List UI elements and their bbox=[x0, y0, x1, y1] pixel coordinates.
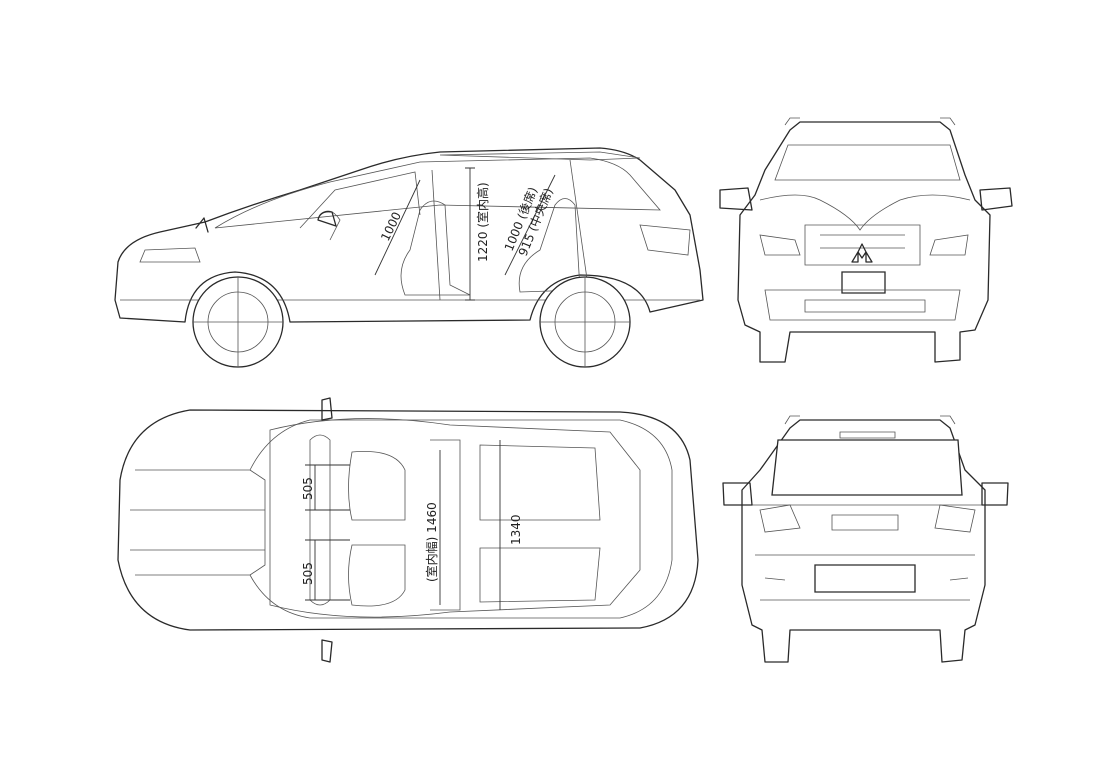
dim-interior-length: 1340 bbox=[509, 514, 523, 545]
dim-interior-height: 1220 (室内高) bbox=[475, 182, 490, 262]
dim-headroom-front: 1000 bbox=[378, 210, 404, 244]
front-license-plate bbox=[841, 271, 886, 294]
mitsubishi-logo-icon bbox=[851, 243, 873, 263]
dim-seat-width-rear: 505 bbox=[301, 562, 315, 585]
top-view: 505 505 (室内幅) 1460 1340 bbox=[117, 397, 699, 663]
dim-seat-width-front: 505 bbox=[301, 477, 315, 500]
rear-view bbox=[722, 415, 1009, 663]
front-view bbox=[719, 117, 1013, 363]
rear-window bbox=[771, 439, 963, 496]
rear-license-plate bbox=[814, 564, 916, 593]
dim-interior-width: (室内幅) 1460 bbox=[424, 502, 439, 582]
side-view: 1000 1220 (室内高) 1000 (後席) 915 (中央席) bbox=[114, 147, 704, 368]
